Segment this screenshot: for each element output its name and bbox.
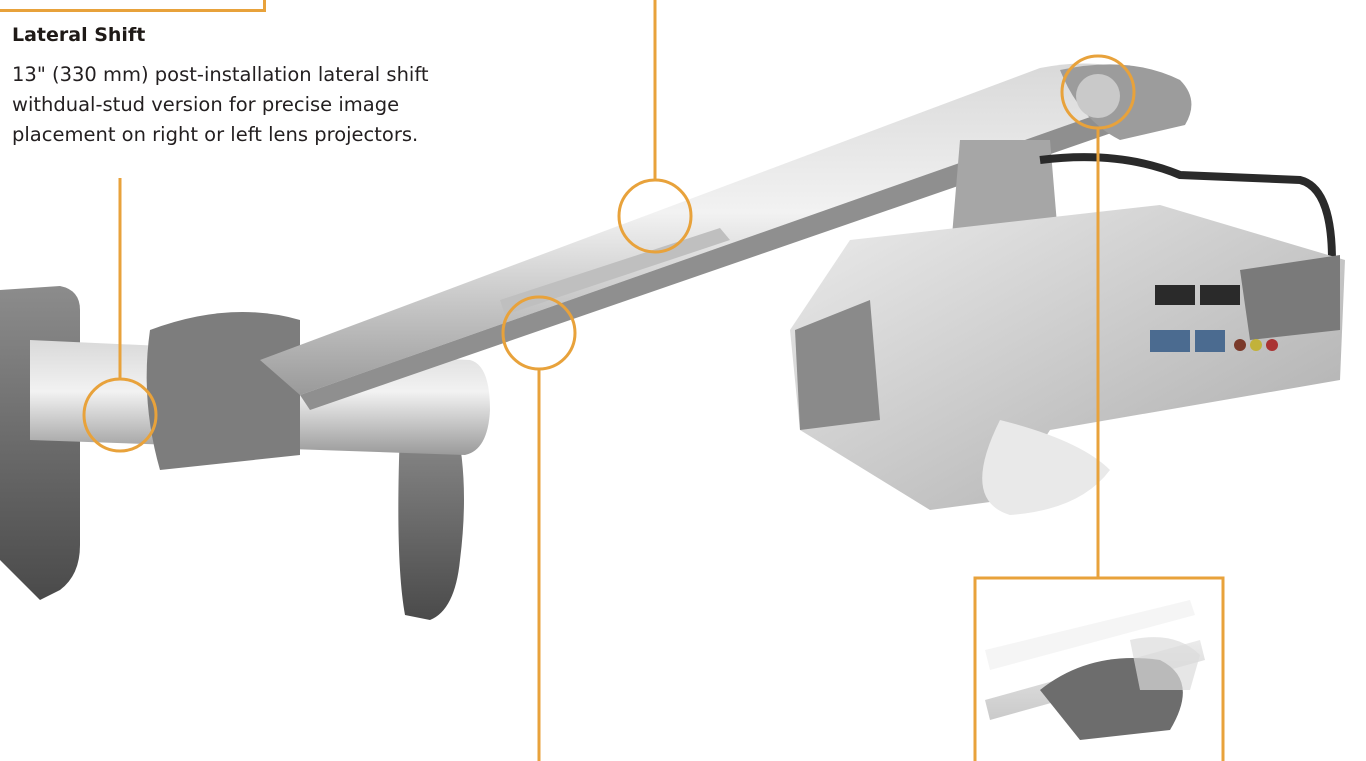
callout-box: [0, 0, 266, 12]
arm-end-cap: [1060, 64, 1192, 140]
description-line: withdual-stud version for precise image: [12, 93, 400, 116]
description-line: 13" (330 mm) post-installation lateral s…: [12, 63, 429, 86]
callout-markers: [82, 0, 1136, 761]
description-line: placement on right or left lens projecto…: [12, 123, 419, 146]
projector: [790, 205, 1345, 515]
boom-arm: [260, 63, 1130, 410]
feature-title: Lateral Shift: [12, 24, 146, 46]
feature-description: 13" (330 mm) post-installation lateral s…: [12, 60, 532, 150]
inset-detail: [973, 576, 1225, 761]
wall-plate: [0, 286, 490, 620]
